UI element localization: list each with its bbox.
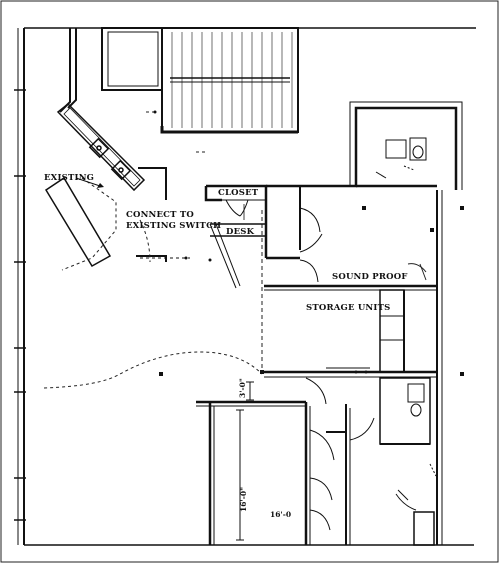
left-wall-windows [14,89,26,521]
label-sound-proof: SOUND PROOF [332,272,408,282]
switch-wiring [43,110,263,389]
dimension-16ft-horizontal: 16'-0 [270,510,291,519]
lower-room-walls [208,402,351,545]
label-existing: EXISTING [44,173,94,183]
middle-wall [196,367,437,407]
label-connect-line1: CONNECT TO [126,210,194,220]
label-connect-line2: EXISTING SWITCH [126,221,221,231]
counter-partition [136,167,190,262]
right-wall [436,190,443,545]
dimension-lines [236,381,254,541]
existing-bench [44,176,117,271]
sound-proof-wall [264,263,437,291]
label-closet: CLOSET [218,188,259,198]
label-desk: DESK [226,227,255,237]
upper-bath-fixtures [375,137,427,179]
kitchen-counter [56,102,146,192]
outlet-markers [159,206,464,376]
dimension-3ft: 3'-0" [238,378,247,398]
label-storage-units: STORAGE UNITS [306,303,390,313]
upper-right-rooms [266,101,463,283]
dimension-16ft-vertical: 16'-0" [239,487,248,512]
top-corridor-walls [59,27,163,113]
closet-desk-block [204,184,268,289]
stairwell [160,27,299,134]
lower-bath [349,377,437,546]
